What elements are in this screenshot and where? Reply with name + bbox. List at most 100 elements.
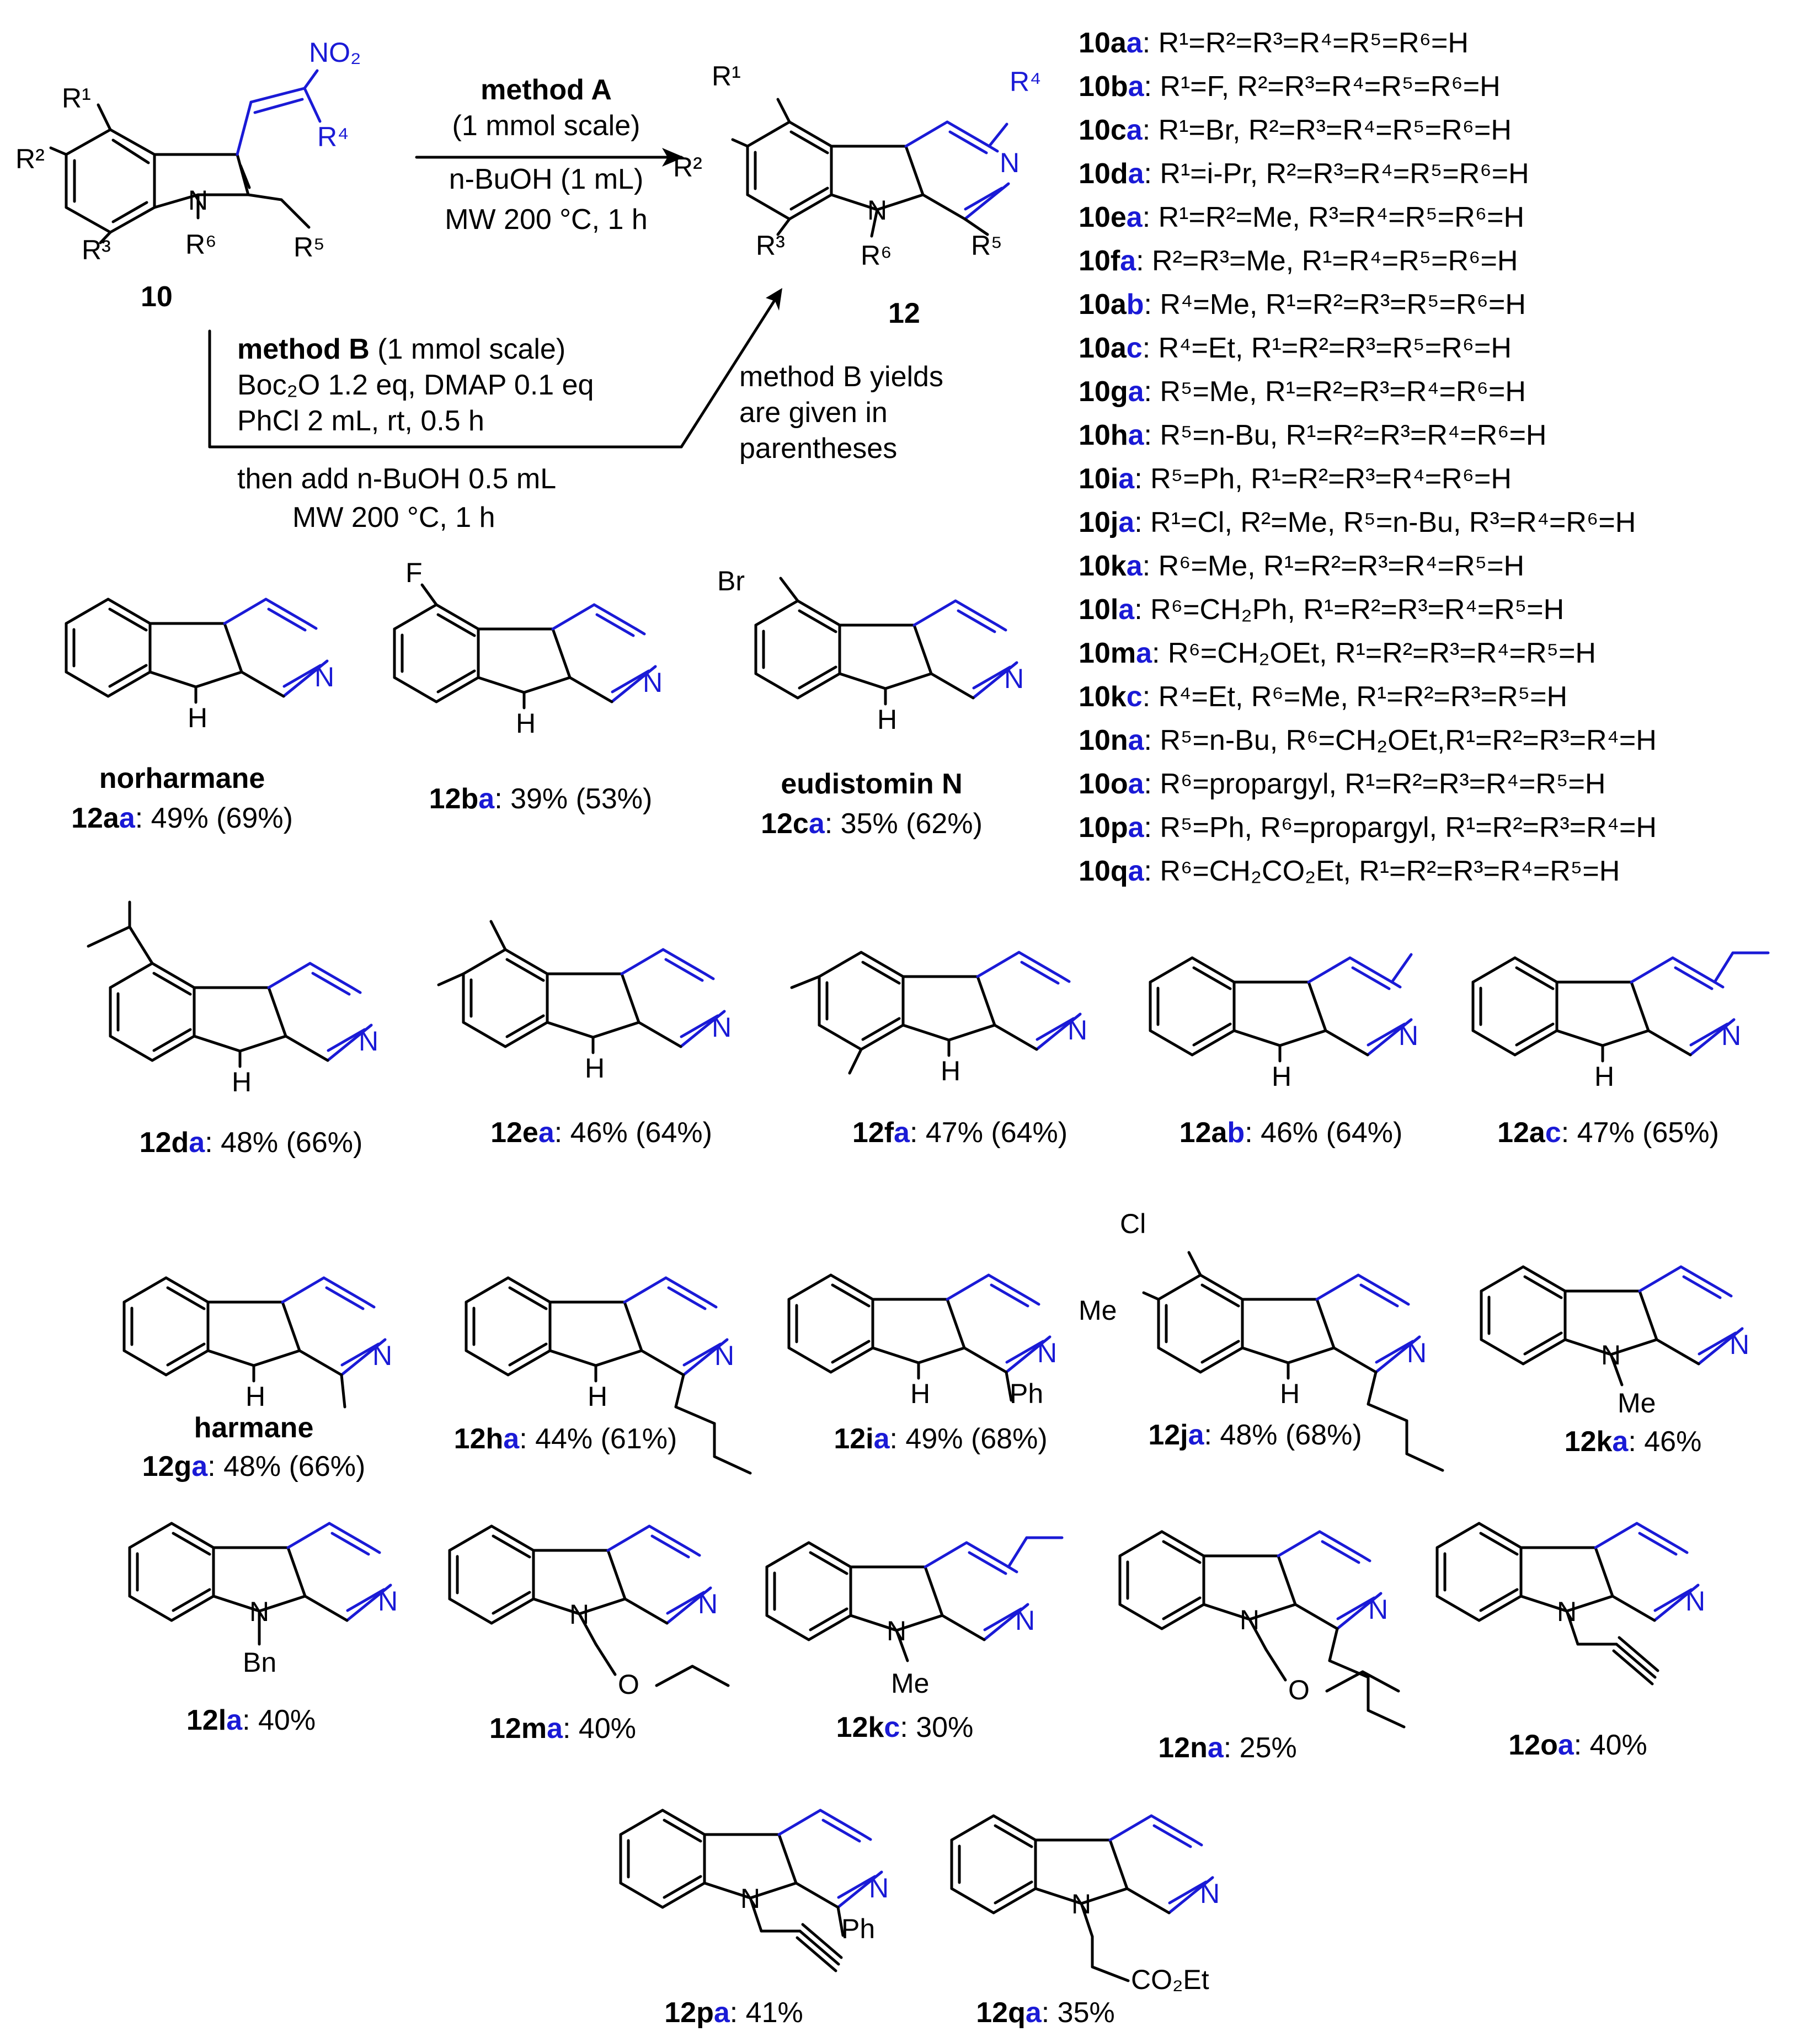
trivial-name: harmane <box>194 1412 314 1444</box>
yield-label: 12ca: 35% (62%) <box>761 808 983 840</box>
h-label: H <box>232 1067 252 1097</box>
h-label: H <box>877 704 897 735</box>
yield-label: 12aa: 49% (69%) <box>71 802 293 834</box>
substrate-id: 10a <box>1079 289 1127 321</box>
substrate-10-label: 10 <box>141 281 173 313</box>
product-12ac: N H 12ac: 47% (65%) <box>1473 951 1770 1149</box>
substrate-id: 10p <box>1079 812 1128 844</box>
yield-label: 12ka: 46% <box>1565 1426 1702 1458</box>
ph-label: Ph <box>1010 1378 1043 1409</box>
substrate-id-suffix: a <box>1128 812 1145 844</box>
n-atom: N <box>1240 1604 1259 1635</box>
substrate-id: 10i <box>1079 463 1118 495</box>
substrate-definition-text: : R⁵=n-Bu, R⁶=CH₂OEt,R¹=R²=R³=R⁴=H <box>1144 724 1657 756</box>
ph-label: Ph <box>841 1913 875 1944</box>
substrate-definition-text: : R⁴=Me, R¹=R²=R³=R⁵=R⁶=H <box>1144 289 1526 321</box>
product-12ia: N H Ph 12ia: 49% (68%) <box>789 1275 1057 1455</box>
substrate-definition-text: : R⁴=Et, R¹=R²=R³=R⁵=R⁶=H <box>1143 332 1512 364</box>
substrate-id: 10m <box>1079 637 1136 669</box>
product-12la: N N Bn 12la: 40% <box>130 1523 398 1736</box>
n-atom: N <box>887 1615 906 1646</box>
method-b-note: method B yields are given in parentheses <box>739 361 943 465</box>
substrate-definition: 10ba: R¹=F, R²=R³=R⁴=R⁵=R⁶=H <box>1079 71 1501 103</box>
product-12ha: N H 12ha: 44% (61%) <box>454 1278 752 1475</box>
substrate-definition-text: : R⁵=Ph, R⁶=propargyl, R¹=R²=R³=R⁴=H <box>1144 812 1657 844</box>
yield-label: 12ga: 48% (66%) <box>142 1451 366 1483</box>
substrate-id-suffix: a <box>1127 114 1143 146</box>
o-label: O <box>1288 1675 1310 1705</box>
p-r5-label: R⁵ <box>971 230 1002 261</box>
method-a-scale: (1 mmol scale) <box>452 110 641 142</box>
p-r6-label: R⁶ <box>861 240 892 271</box>
substrate-id-suffix: c <box>1127 332 1143 364</box>
substrate-definition-text: : R¹=F, R²=R³=R⁴=R⁵=R⁶=H <box>1144 71 1501 103</box>
r4-label: R⁴ <box>317 121 349 152</box>
product-12aa: N H norharmane 12aa: 49% (69%) <box>66 599 334 834</box>
substrate-definition: 10ma: R⁶=CH₂OEt, R¹=R²=R³=R⁴=R⁵=H <box>1079 637 1596 669</box>
method-b-reagents: Boc₂O 1.2 eq, DMAP 0.1 eq <box>237 369 594 401</box>
substrate-id: 10q <box>1079 855 1128 887</box>
substrate-id-suffix: a <box>1118 463 1135 495</box>
product-12ka: N N Me 12ka: 46% <box>1481 1267 1749 1458</box>
substrate-id: 10e <box>1079 201 1127 233</box>
substrate-id: 10h <box>1079 419 1128 451</box>
product-12oa: N N 12oa: 40% <box>1437 1523 1705 1761</box>
substrate-definition-text: : R¹=Cl, R²=Me, R⁵=n-Bu, R³=R⁴=R⁶=H <box>1134 506 1636 538</box>
h-label: H <box>188 702 207 733</box>
substrate-id: 10k <box>1079 550 1127 582</box>
substrate-definition: 10ja: R¹=Cl, R²=Me, R⁵=n-Bu, R³=R⁴=R⁶=H <box>1079 506 1636 538</box>
n-label: N <box>643 667 663 698</box>
substrate-id-suffix: a <box>1118 506 1135 538</box>
yield-label: 12ea: 46% (64%) <box>490 1117 712 1149</box>
product-12ca: Br N H eudistomin N 12ca: 35% (62%) <box>717 566 1024 840</box>
trivial-name: eudistomin N <box>781 768 962 800</box>
o-label: O <box>618 1669 639 1700</box>
product-12ma: N N O 12ma: 40% <box>450 1526 730 1745</box>
n-label: N <box>1037 1337 1057 1368</box>
r3-label: R³ <box>82 234 111 265</box>
substrate-id: 10g <box>1079 376 1128 408</box>
n-label: N <box>1685 1586 1705 1617</box>
substrate-definition-text: : R²=R³=Me, R¹=R⁴=R⁵=R⁶=H <box>1136 245 1518 277</box>
substrate-definition: 10ca: R¹=Br, R²=R³=R⁴=R⁵=R⁶=H <box>1079 114 1512 146</box>
substrate-definition: 10ac: R⁴=Et, R¹=R²=R³=R⁵=R⁶=H <box>1079 332 1512 364</box>
substrate-definition: 10da: R¹=i-Pr, R²=R³=R⁴=R⁵=R⁶=H <box>1079 158 1529 190</box>
substrate-definition-text: : R¹=R²=R³=R⁴=R⁵=R⁶=H <box>1143 27 1469 59</box>
substrate-id-suffix: a <box>1136 637 1152 669</box>
substrate-definition: 10ia: R⁵=Ph, R¹=R²=R³=R⁴=R⁶=H <box>1079 463 1512 495</box>
n-label: N <box>869 1873 889 1903</box>
substrate-definition-text: : R¹=i-Pr, R²=R³=R⁴=R⁵=R⁶=H <box>1144 158 1529 190</box>
substrate-definition-text: : R¹=R²=Me, R³=R⁴=R⁵=R⁶=H <box>1143 201 1524 233</box>
yield-label: 12ab: 46% (64%) <box>1179 1117 1403 1149</box>
p-r4-label: R⁴ <box>1010 66 1042 97</box>
h-label: H <box>1272 1061 1291 1092</box>
n-label: N <box>1004 663 1024 694</box>
substrate-id-suffix: a <box>1128 71 1145 103</box>
method-b-conditions: method B (1 mmol scale) Boc₂O 1.2 eq, DM… <box>237 333 594 534</box>
substrate-definition-text: : R⁶=Me, R¹=R²=R³=R⁴=R⁵=H <box>1143 550 1524 582</box>
substrate-definition: 10pa: R⁵=Ph, R⁶=propargyl, R¹=R²=R³=R⁴=H <box>1079 812 1657 844</box>
n-atom: N <box>1557 1596 1577 1627</box>
substrate-definition: 10fa: R²=R³=Me, R¹=R⁴=R⁵=R⁶=H <box>1079 245 1518 277</box>
n-label: N <box>1015 1605 1035 1636</box>
product-12da: N H 12da: 48% (66%) <box>87 900 378 1159</box>
h-label: H <box>910 1378 930 1409</box>
substrate-definition: 10ka: R⁶=Me, R¹=R²=R³=R⁴=R⁵=H <box>1079 550 1524 582</box>
me-label: Me <box>891 1668 929 1699</box>
substrate-id: 10a <box>1079 27 1127 59</box>
substrate-id-suffix: a <box>1127 201 1143 233</box>
n-label: N <box>1200 1878 1220 1909</box>
method-b-addition: then add n-BuOH 0.5 mL <box>237 463 556 495</box>
me-label: Me <box>1079 1295 1117 1326</box>
n-atom: N <box>569 1599 589 1630</box>
substrate-definition-text: : R⁵=Me, R¹=R²=R³=R⁴=R⁶=H <box>1144 376 1526 408</box>
substrate-id: 10a <box>1079 332 1127 364</box>
n-atom: N <box>1071 1889 1091 1919</box>
substrate-definition: 10qa: R⁶=CH₂CO₂Et, R¹=R²=R³=R⁴=R⁵=H <box>1079 855 1620 887</box>
substrate-id: 10l <box>1079 594 1118 626</box>
substrate-id-suffix: a <box>1118 594 1135 626</box>
substrate-id: 10c <box>1079 114 1127 146</box>
trivial-name: norharmane <box>99 762 265 794</box>
